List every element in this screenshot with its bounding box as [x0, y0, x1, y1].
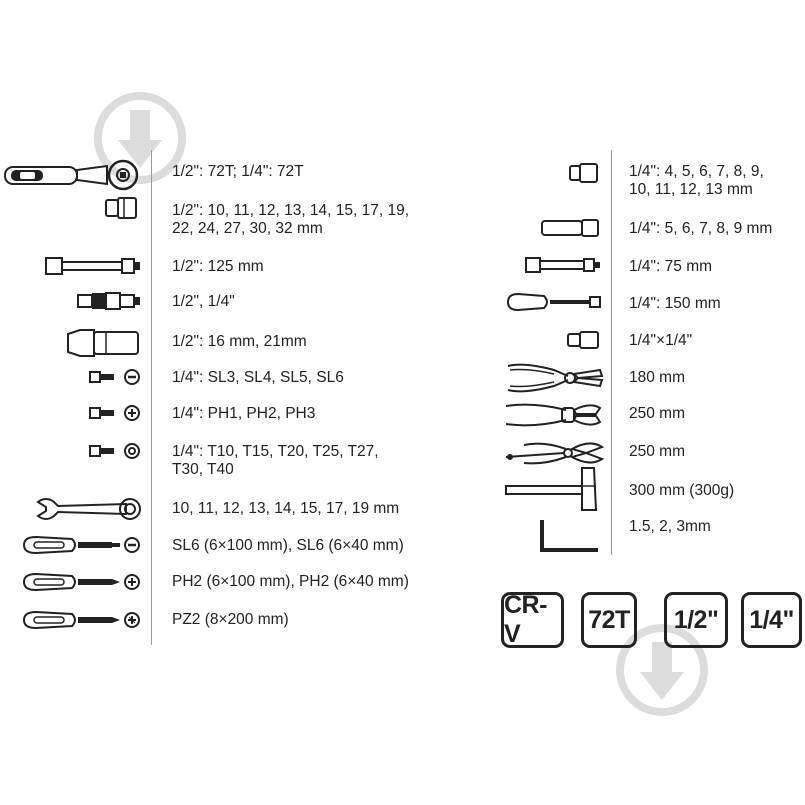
locking-pliers-icon [505, 442, 604, 465]
left-item-slotted-bit: 1/4": SL3, SL4, SL5, SL6 [172, 369, 344, 386]
right-item-combination-pliers: 180 mm [629, 369, 685, 386]
combination-wrench-icon [36, 498, 141, 520]
deep-socket-icon [541, 219, 599, 237]
right-item-deep-socket: 1/4": 5, 6, 7, 8, 9 mm [629, 220, 773, 237]
right-item-hammer: 300 mm (300g) [629, 482, 735, 499]
left-item-slotted-screwdriver: SL6 (6×100 mm), SL6 (6×40 mm) [172, 537, 404, 554]
left-item-socket: 1/2": 10, 11, 12, 13, 14, 15, 17, 19, 22… [172, 202, 410, 237]
socket-icon [105, 197, 137, 219]
right-item-small-extension-bar: 1/4": 75 mm [629, 258, 713, 275]
left-item-pozidriv-screwdriver: PZ2 (8×200 mm) [172, 611, 289, 628]
small-extension-bar-icon [525, 257, 600, 273]
slotted-bit-icon [89, 369, 140, 385]
left-item-spark-plug-socket: 1/2": 16 mm, 21mm [172, 333, 307, 350]
badge-half-inch: 1/2" [664, 592, 728, 648]
ratchet-icon [4, 159, 139, 191]
spinner-handle-icon [506, 292, 601, 312]
right-item-hex-key: 1.5, 2, 3mm [629, 518, 711, 535]
left-item-combination-wrench: 10, 11, 12, 13, 14, 15, 17, 19 mm [172, 500, 400, 517]
spark-plug-socket-icon [67, 329, 139, 357]
combination-pliers-icon [507, 363, 604, 393]
small-socket-icon [569, 163, 598, 183]
adapter-icon [567, 331, 599, 349]
left-item-torx-bit: 1/4": T10, T15, T20, T25, T27, T30, T40 [172, 443, 379, 478]
right-divider [611, 150, 612, 555]
right-item-water-pump-pliers: 250 mm [629, 405, 685, 422]
slotted-screwdriver-icon [22, 535, 140, 555]
badge-72t: 72T [581, 592, 637, 648]
left-item-universal-joint: 1/2", 1/4" [172, 293, 235, 310]
badge-quarter-inch: 1/4" [741, 592, 802, 648]
left-item-ratchet: 1/2": 72T; 1/4": 72T [172, 163, 304, 180]
watermark-download-icon-bottom [616, 624, 708, 716]
badge-crv: CR-V [501, 591, 564, 648]
hammer-icon [505, 467, 598, 511]
phillips-bit-icon [89, 405, 140, 421]
right-item-locking-pliers: 250 mm [629, 443, 685, 460]
right-item-small-socket: 1/4": 4, 5, 6, 7, 8, 9, 10, 11, 12, 13 m… [629, 163, 764, 198]
extension-bar-icon [45, 257, 140, 275]
left-item-extension-bar: 1/2": 125 mm [172, 258, 264, 275]
left-item-phillips-screwdriver: PH2 (6×100 mm), PH2 (6×40 mm) [172, 573, 409, 590]
left-divider [151, 150, 152, 645]
water-pump-pliers-icon [505, 403, 602, 427]
phillips-screwdriver-icon [22, 572, 140, 592]
hex-key-icon [540, 520, 598, 552]
left-item-phillips-bit: 1/4": PH1, PH2, PH3 [172, 405, 316, 422]
universal-joint-icon [77, 292, 140, 310]
right-item-spinner-handle: 1/4": 150 mm [629, 295, 721, 312]
right-item-adapter: 1/4"×1/4" [629, 332, 693, 349]
torx-bit-icon [89, 443, 140, 459]
pozidriv-screwdriver-icon [22, 610, 140, 630]
